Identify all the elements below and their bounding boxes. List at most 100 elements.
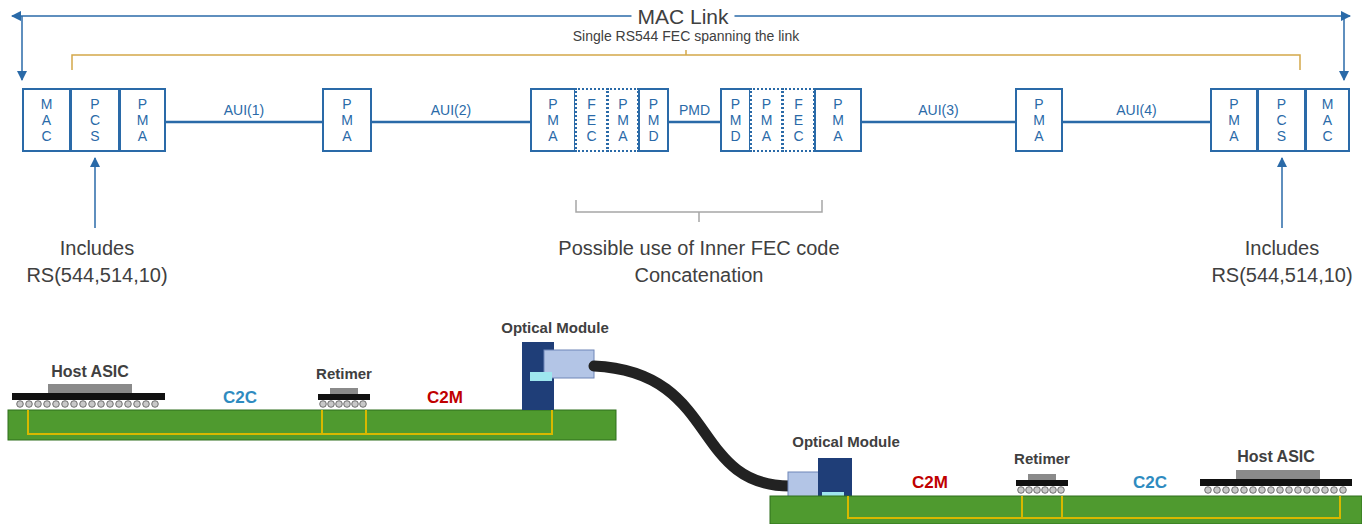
solder-ball [1241, 487, 1248, 494]
component-label: Retimer [316, 364, 372, 384]
layer-name: P M D [730, 96, 742, 144]
solder-ball [328, 401, 335, 408]
retimer-substrate [1016, 480, 1068, 486]
solder-balls [1205, 487, 1347, 494]
fec-span-bracket [72, 50, 1300, 70]
solder-ball [1277, 487, 1284, 494]
layer-name: M A C [1322, 96, 1334, 144]
layer-box: P M A [1015, 88, 1063, 152]
solder-ball [89, 401, 96, 408]
optional-sublayer-box: F E C [782, 88, 815, 152]
solder-ball [1223, 487, 1230, 494]
pcb-trace [28, 410, 552, 434]
link-span-drop [21, 16, 23, 80]
solder-ball [80, 401, 87, 408]
solder-ball [1042, 487, 1049, 494]
solder-balls [1018, 487, 1065, 494]
interface-label: AUI(1) [221, 102, 267, 118]
layer-box: P M A [814, 88, 862, 152]
interface-label: AUI(3) [915, 102, 961, 118]
interface-label: AUI(2) [428, 102, 474, 118]
solder-ball [1018, 487, 1025, 494]
inner-fec-bracket [576, 200, 822, 222]
asic-die [48, 384, 132, 393]
layer-box: P M A [119, 88, 166, 152]
solder-ball [1058, 487, 1065, 494]
solder-ball [1295, 487, 1302, 494]
pcb-board [8, 410, 616, 440]
solder-ball [1232, 487, 1239, 494]
optional-sublayer-box: P M A [607, 88, 639, 152]
layer-name: P C S [1276, 96, 1286, 144]
solder-ball [1026, 487, 1033, 494]
solder-ball [336, 401, 343, 408]
solder-ball [116, 401, 123, 408]
solder-ball [1268, 487, 1275, 494]
asic-substrate [1200, 479, 1352, 486]
layer-box: P M A [1210, 88, 1258, 152]
fec-note: Includes RS(544,514,10) [1197, 235, 1362, 289]
solder-ball [26, 401, 33, 408]
solder-ball [1322, 487, 1329, 494]
layer-name: P C S [90, 96, 100, 144]
retimer-die [1028, 474, 1056, 480]
solder-ball [17, 401, 24, 408]
fec-note: Includes RS(544,514,10) [12, 235, 182, 289]
solder-ball [1034, 487, 1041, 494]
solder-ball [62, 401, 69, 408]
solder-ball [1214, 487, 1221, 494]
layer-name: P M A [1033, 96, 1045, 144]
layer-box: M A C [1305, 88, 1350, 152]
fiber-cable [594, 366, 790, 486]
module-connector [530, 372, 552, 381]
layer-name: M A C [41, 96, 53, 144]
pcb-trace [848, 496, 1340, 518]
link-subtitle: Single RS544 FEC spanning the link [567, 27, 805, 46]
inner-fec-note: Possible use of Inner FEC code Concatena… [534, 235, 864, 289]
solder-ball [1313, 487, 1320, 494]
layer-box: P M D [638, 88, 669, 152]
solder-ball [352, 401, 359, 408]
interface-type: C2C [1133, 471, 1167, 494]
interface-label: AUI(4) [1113, 102, 1159, 118]
solder-ball [1286, 487, 1293, 494]
layer-name: F E C [586, 96, 596, 144]
solder-ball [98, 401, 105, 408]
solder-balls [320, 401, 367, 408]
link-line [669, 121, 720, 124]
solder-ball [320, 401, 327, 408]
solder-ball [125, 401, 132, 408]
solder-ball [71, 401, 78, 408]
component-label: Retimer [1014, 449, 1070, 469]
asic-substrate [12, 393, 165, 400]
solder-ball [1331, 487, 1338, 494]
solder-ball [107, 401, 114, 408]
component-label: Host ASIC [51, 361, 129, 383]
layer-name: P M A [547, 96, 559, 144]
layer-name: P M A [761, 96, 773, 144]
solder-ball [53, 401, 60, 408]
layer-box: P M D [720, 88, 751, 152]
layer-box: P M A [322, 88, 372, 152]
solder-ball [44, 401, 51, 408]
solder-ball [1340, 487, 1347, 494]
layer-name: P M D [648, 96, 660, 144]
callout-arrow [1281, 158, 1283, 228]
link-line [1063, 121, 1210, 124]
layer-box: P C S [70, 88, 120, 152]
link-span-drop [1343, 16, 1345, 80]
retimer-substrate [318, 394, 370, 400]
optional-sublayer-box: F E C [575, 88, 608, 152]
optional-sublayer-box: P M A [750, 88, 783, 152]
solder-ball [1205, 487, 1212, 494]
interface-type: C2M [912, 471, 948, 494]
interface-label: PMD [676, 102, 713, 118]
solder-ball [152, 401, 159, 408]
solder-ball [134, 401, 141, 408]
solder-ball [1259, 487, 1266, 494]
interface-type: C2M [427, 386, 463, 409]
solder-ball [1050, 487, 1057, 494]
layer-name: P M A [341, 96, 353, 144]
